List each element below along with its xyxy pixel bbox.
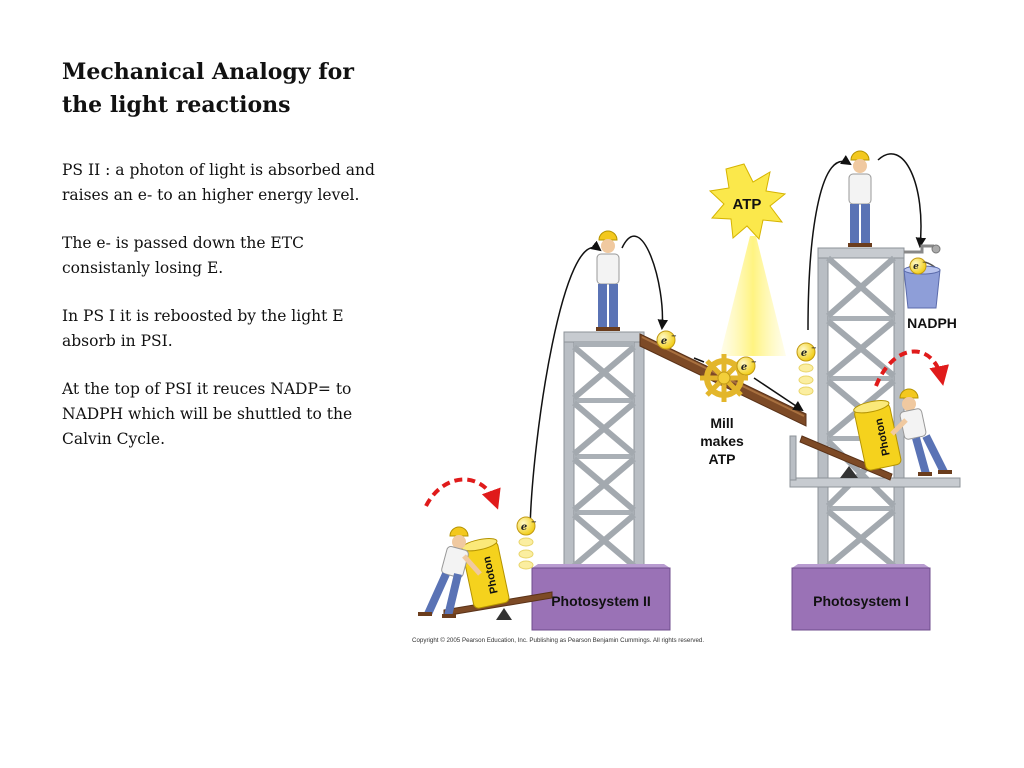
mechanical-analogy-diagram: ATP Photosystem II Photosystem I [412, 150, 961, 644]
electron-letter: e [801, 348, 807, 359]
copyright-notice: Copyright © 2005 Pearson Education, Inc.… [412, 637, 704, 644]
title-line-1: Mechanical Analogy for [62, 59, 354, 85]
mill-label: Mill makes ATP [700, 415, 744, 467]
mill-wheel [700, 354, 748, 402]
electron-letter: e [521, 522, 527, 533]
photosystem-1-label: Photosystem I [813, 593, 909, 609]
electron-arrow-ps1-up [807, 155, 852, 331]
paragraph-nadph: At the top of PSI it reuces NADP= to NAD… [62, 380, 353, 448]
photosystem-2-tower [563, 331, 645, 573]
worker-ps2-ground [418, 526, 482, 618]
photosystem-2-box: Photosystem II [531, 564, 671, 631]
worker-ps2-top [596, 230, 620, 331]
paragraph-ps2: PS II : a photon of light is absorbed an… [62, 161, 375, 204]
atp-burst: ATP [708, 163, 787, 241]
mill-label-line-3: ATP [709, 451, 736, 467]
photosystem-2-label: Photosystem II [551, 593, 651, 609]
electron-ball-ramp: e − [656, 330, 677, 350]
electron-arrow-ps1-down [877, 153, 927, 249]
electron-trail-ps2 [518, 537, 534, 570]
electron-arrow-ps2-up [529, 240, 602, 531]
electron-minus: − [671, 331, 677, 340]
photon-arrow-ps1 [874, 349, 949, 387]
nadph-bucket: e − [903, 244, 941, 309]
worker-ps1-top [848, 150, 872, 247]
photon-mallet-ps2: Photon [461, 538, 510, 609]
slide-title: Mechanical Analogy for the light reactio… [62, 56, 392, 122]
electron-minus: − [531, 517, 537, 526]
electron-arrow-ramp-end [753, 377, 804, 412]
nadph-label: NADPH [907, 315, 957, 331]
electron-minus: − [811, 343, 817, 352]
paragraph-ps1: In PS I it is reboosted by the light E a… [62, 307, 344, 350]
photosystem-1-box: Photosystem I [791, 564, 931, 631]
electron-minus: − [751, 357, 757, 366]
electron-letter: e [913, 262, 919, 272]
light-beam [720, 236, 786, 356]
electron-letter: e [661, 336, 667, 347]
body-text: PS II : a photon of light is absorbed an… [62, 158, 392, 475]
photon-arrow-ps2 [424, 477, 501, 510]
electron-minus: − [922, 259, 927, 266]
worker-ps1-ledge [890, 388, 952, 476]
electron-arrow-ps2-down [621, 235, 669, 331]
electron-trail-ps1 [798, 363, 814, 396]
electron-letter: e [741, 362, 747, 373]
electron-arrow-ramp [693, 357, 705, 363]
mill-label-line-1: Mill [710, 415, 733, 431]
electron-ball-mill: e − [736, 356, 757, 376]
photon-mallet-ps1: Photon [853, 400, 902, 471]
atp-label: ATP [733, 196, 762, 213]
paragraph-etc: The e- is passed down the ETC consistanl… [62, 234, 304, 277]
title-line-2: the light reactions [62, 92, 291, 118]
mill-label-line-2: makes [700, 433, 744, 449]
electron-ball-ps1-base: e − [796, 342, 817, 362]
electron-ball-ps2-base: e − [516, 516, 537, 536]
